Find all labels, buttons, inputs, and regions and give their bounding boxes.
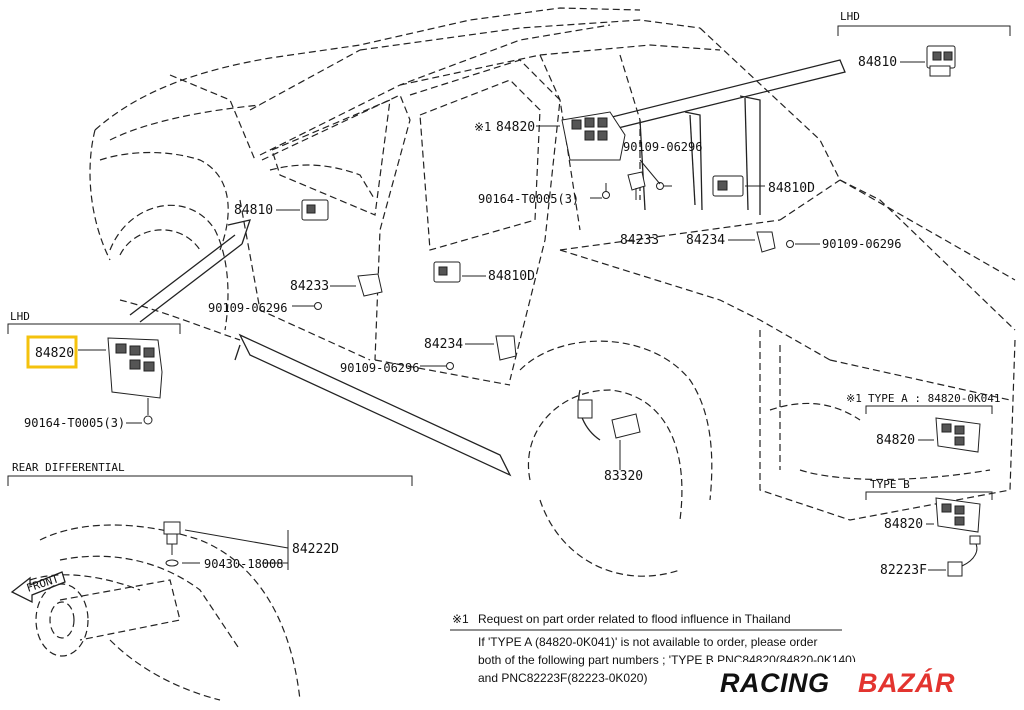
part-83320: 83320 [604,469,643,484]
part-90109-d: 90109-06296 [340,361,419,375]
screw-icon [446,362,454,370]
type-a-group: ※1 TYPE A : 84820-0K041 84820 [846,392,1000,453]
part-90109-c: 90109-06296 [208,301,287,315]
type-a-mark: ※1 [846,392,862,405]
window-switch-type-b-icon [935,497,981,533]
highlight-box [26,335,78,369]
logo-word1: RACING [720,668,830,698]
flood-note: ※1 Request on part order related to floo… [450,612,856,685]
part-84233-front: 84233 [290,279,329,294]
part-90430: 90430-18008 [204,557,283,571]
master-switch-icon [561,111,626,161]
note-line1: Request on part order related to flood i… [478,612,791,626]
part-84810d-rear: 84810D [768,181,815,196]
part-90109-b: 90109-06296 [822,237,901,251]
part-84233-rear: 84233 [620,233,659,248]
gasket-icon [165,559,179,567]
part-82223f: 82223F [880,563,927,578]
part-84234-front: 84234 [424,337,463,352]
note-line2: If 'TYPE A (84820-0K041)' is not availab… [478,635,817,649]
part-84810-door: 84810 [234,203,273,218]
master-window-switch-icon [107,337,163,399]
window-switch-icon [926,45,956,77]
lhd-top-group: LHD 84810 [837,10,1011,77]
part-84234-rear: 84234 [686,233,725,248]
sensor-icon [577,399,593,419]
door-switch-icon [301,199,329,221]
note-mark: ※1 [452,612,469,626]
part-84222d: 84222D [292,542,339,557]
rear-door-switch-icon [712,175,765,197]
screw-icon [143,415,153,425]
rear-door-courtesy-switch-icon [495,335,517,361]
window-switch-type-a-icon [935,417,981,453]
lhd-left-group: LHD 84820 90164-T0005(3) [7,310,181,430]
part-84820-lhd: 84820 [35,346,74,361]
direction-arrow [129,219,251,323]
part-84820-type-b: 84820 [884,517,923,532]
part-84820-type-a: 84820 [876,433,915,448]
lhd-top-label: LHD [840,10,860,23]
lhd-left-label: LHD [10,310,30,323]
part-90164-b: 90164-T0005(3) [24,416,125,430]
part-84810d-front: 84810D [488,269,535,284]
rear-differential-label: REAR DIFFERENTIAL [12,461,125,474]
rear-courtesy-switch-icon [756,231,820,253]
rear-window-switch-icon [433,261,486,283]
logo-word2: BAZÁR [858,667,955,698]
front-arrow: FRONT [10,571,66,604]
note-line4: and PNC82223F(82223-0K020) [478,671,647,685]
part-84820-flood: 84820 [496,120,535,135]
front-door-group: 84810 84233 90109-06296 84810D 84234 901… [208,199,535,375]
type-b-label: TYPE B [870,478,910,491]
part-90109-a: 90109-06296 [623,140,702,154]
type-b-group: TYPE B 84820 82223F [865,478,993,578]
courtesy-light-switch-icon [357,273,383,297]
part-84810-top: 84810 [858,55,897,70]
part-90164-a: 90164-T0005(3) [478,192,579,206]
type-a-label: TYPE A : 84820-0K041 [868,392,1000,405]
courtesy-switch-icon [627,159,672,200]
flood-mark: ※1 [474,120,491,134]
diff-lock-switch-icon [163,521,181,555]
fuel-switch-group: 83320 [577,389,643,484]
screw-icon [602,183,610,199]
racing-bazar-logo: RACING BAZÁR [710,662,1010,700]
flood-switch-group: ※1 84820 90109-06296 90164-T0005(3) [474,111,901,253]
rear-differential-group: REAR DIFFERENTIAL FRONT 84222D 90430-180… [7,461,413,701]
wire-harness-icon [947,535,981,577]
front-label: FRONT [25,572,61,595]
screw-icon [314,302,322,310]
